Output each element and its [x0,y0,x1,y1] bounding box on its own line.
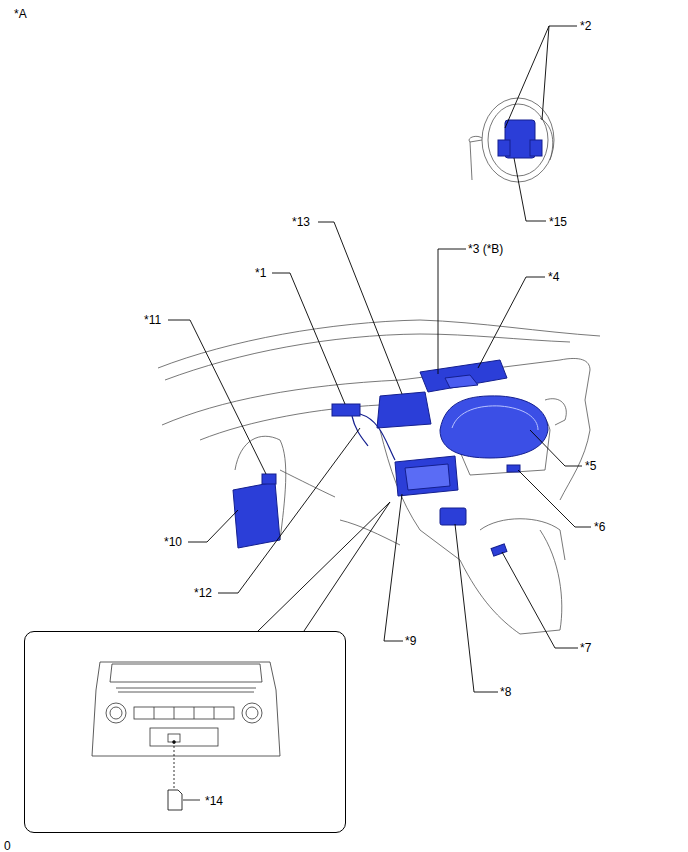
callout-number: *1 [255,266,266,280]
callout-number: *15 [549,215,567,229]
audio-unit-detail [92,662,280,810]
callout-number: *14 [205,794,223,808]
callout-number: *5 [585,459,596,473]
callout-number: *8 [500,685,511,699]
interior-outline [158,98,600,634]
leader-lines [168,26,591,692]
callout-number: *10 [164,535,182,549]
detail-inset-box: *14 [24,631,346,833]
callout-number: *9 [405,634,416,648]
callout-number: *13 [292,215,310,229]
callout-number: *12 [194,586,212,600]
part-highlight [233,120,548,556]
callout-number: *3 (*B) [468,242,503,256]
callout-number: *6 [594,520,605,534]
callout-number: *4 [548,270,559,284]
wire-harness [352,414,395,460]
callout-number: *2 [580,19,591,33]
callout-number: *7 [580,641,591,655]
figure-id: *A [14,7,27,21]
figure-code: 0 [4,839,11,852]
callout-number: *11 [144,313,161,327]
